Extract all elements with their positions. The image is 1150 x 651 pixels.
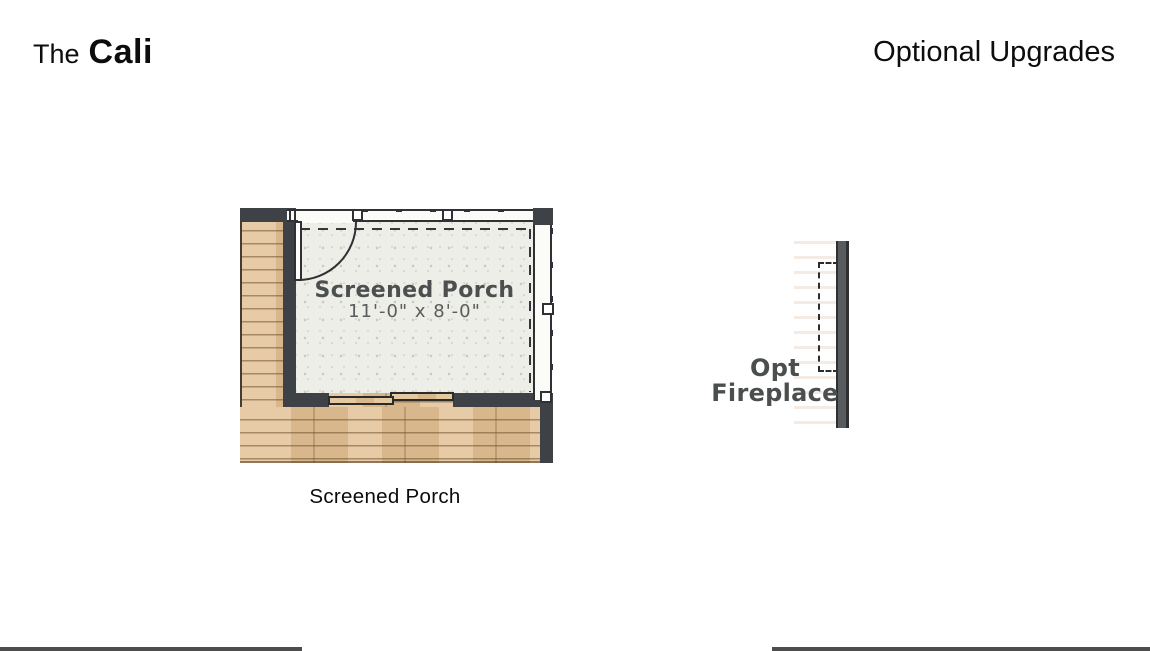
wall-top-left bbox=[240, 208, 287, 222]
screen-post-door-strike bbox=[352, 209, 363, 221]
wall-bottom-left bbox=[283, 393, 329, 407]
step-tread-left bbox=[328, 396, 394, 405]
door-leaf bbox=[294, 221, 302, 281]
screen-post-right-bottom bbox=[540, 391, 552, 403]
screen-post-right-mid bbox=[542, 303, 554, 315]
fireplace-floor-ghost bbox=[794, 241, 836, 428]
fireplace-wall bbox=[836, 241, 849, 428]
plan-title-name: Cali bbox=[88, 33, 153, 71]
footer-rule-right bbox=[772, 647, 1150, 651]
fireplace-label: Opt Fireplace bbox=[704, 356, 846, 406]
wood-deck bbox=[240, 407, 540, 463]
page-title: Optional Upgrades bbox=[873, 36, 1115, 68]
footer-rule-left bbox=[0, 647, 302, 651]
screen-post-top bbox=[442, 209, 453, 221]
door-swing-arc bbox=[297, 221, 357, 281]
porch-floor bbox=[296, 221, 533, 393]
door-opening bbox=[298, 218, 353, 223]
room-dimensions: 11'-0" x 8'-0" bbox=[348, 300, 481, 322]
plan-caption: Screened Porch bbox=[309, 485, 461, 508]
plan-linework bbox=[289, 209, 553, 392]
corner-post-top-right bbox=[533, 208, 553, 225]
wall-left bbox=[283, 208, 296, 407]
wood-floor-strip bbox=[240, 222, 283, 407]
plan-title: The Cali bbox=[33, 33, 153, 72]
room-name: Screened Porch bbox=[314, 278, 515, 303]
wall-right-lower bbox=[540, 393, 553, 463]
screened-porch-floorplan: Screened Porch 11'-0" x 8'-0" bbox=[240, 208, 555, 463]
fireplace-label-line2: Fireplace bbox=[711, 379, 839, 407]
plan-title-prefix: The bbox=[33, 39, 80, 69]
wall-bottom-right bbox=[453, 393, 553, 407]
room-label: Screened Porch 11'-0" x 8'-0" bbox=[296, 278, 533, 322]
fireplace-label-line1: Opt bbox=[750, 354, 800, 382]
